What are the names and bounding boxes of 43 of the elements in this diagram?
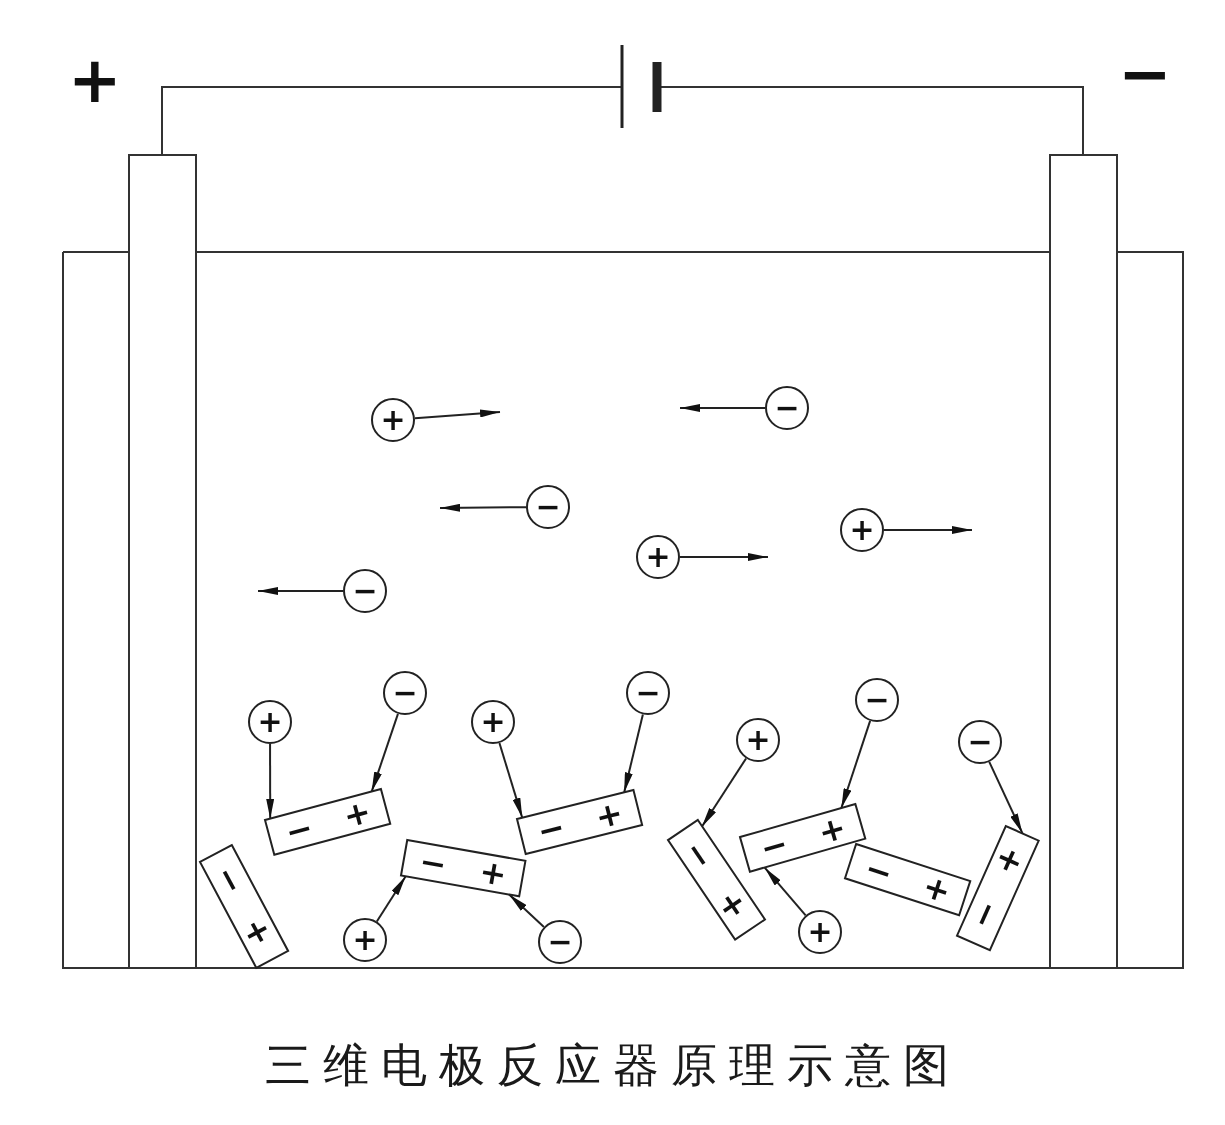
particle-electrode: − + bbox=[199, 844, 289, 968]
ion-circle: − bbox=[383, 671, 427, 715]
arrow bbox=[413, 409, 501, 420]
arrow bbox=[508, 893, 545, 928]
caption: 三维电极反应器原理示意图 bbox=[264, 1038, 961, 1092]
ion-circle: − bbox=[855, 678, 899, 722]
particle-electrode: − + bbox=[667, 820, 765, 940]
particle-electrode: − + bbox=[400, 839, 526, 897]
terminal-sign: + bbox=[68, 48, 122, 112]
ion-circle: − bbox=[765, 386, 809, 430]
ion-circle: − bbox=[526, 485, 570, 529]
arrow bbox=[266, 743, 275, 820]
ion-circle: + bbox=[798, 910, 842, 954]
arrow bbox=[623, 713, 644, 794]
arrow bbox=[679, 553, 769, 561]
ion-circle: − bbox=[538, 920, 582, 964]
ion-circle: − bbox=[626, 671, 670, 715]
arrow bbox=[257, 587, 344, 595]
arrow bbox=[988, 760, 1024, 835]
particle-electrode: − + bbox=[740, 804, 866, 872]
arrow bbox=[679, 404, 766, 412]
ion-circle: + bbox=[371, 398, 415, 442]
particle-electrode: − + bbox=[517, 790, 643, 854]
ion-circle: − bbox=[958, 720, 1002, 764]
arrow bbox=[700, 757, 748, 828]
ion-circle: − bbox=[343, 569, 387, 613]
ion-circle: + bbox=[248, 700, 292, 744]
ion-circle: + bbox=[471, 700, 515, 744]
terminal-sign: − bbox=[1118, 42, 1172, 106]
ion-circle: + bbox=[343, 918, 387, 962]
arrow bbox=[375, 875, 407, 923]
particle-electrode: − + bbox=[265, 789, 391, 855]
ion-circle: + bbox=[736, 718, 780, 762]
ion-circle: + bbox=[636, 535, 680, 579]
arrow bbox=[370, 712, 399, 793]
arrow bbox=[883, 526, 973, 534]
particle-electrode: − + bbox=[845, 844, 971, 916]
ion-circle: + bbox=[840, 508, 884, 552]
particle-electrode: + − bbox=[957, 825, 1039, 951]
arrow bbox=[840, 719, 872, 810]
arrow bbox=[763, 866, 807, 917]
arrow bbox=[498, 742, 524, 819]
arrow bbox=[439, 503, 527, 512]
